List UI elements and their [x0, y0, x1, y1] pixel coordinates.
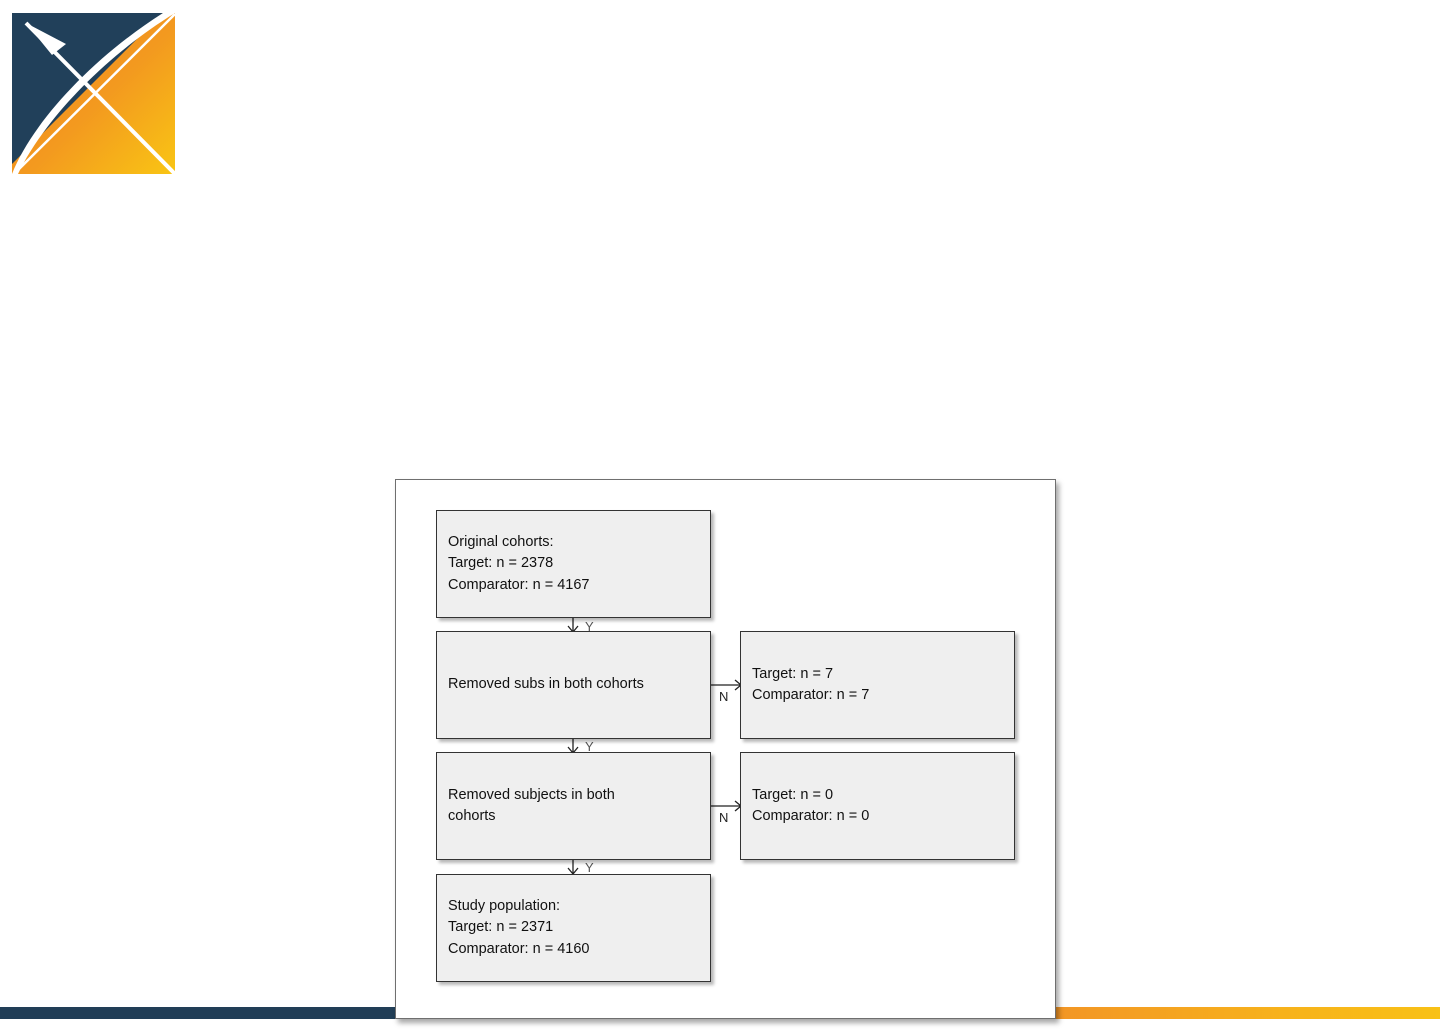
yes-label: Y [585, 861, 594, 875]
removed-subjects-box: Removed subjects in both cohorts [436, 752, 711, 860]
box-line: Target: n = 7 [752, 664, 1014, 686]
box-line: Study population: [448, 896, 710, 918]
footer-bar-dark [0, 1007, 396, 1019]
no-label: N [719, 690, 728, 704]
box-line: Comparator: n = 0 [752, 806, 1014, 828]
removed-subs-excluded-box: Target: n = 7 Comparator: n = 7 [740, 631, 1015, 739]
removed-subs-box: Removed subs in both cohorts [436, 631, 711, 739]
box-line: Target: n = 2378 [448, 553, 710, 575]
arrow-original-to-removed-subs [568, 618, 578, 632]
study-population-box: Study population: Target: n = 2371 Compa… [436, 874, 711, 982]
original-cohorts-box: Original cohorts: Target: n = 2378 Compa… [436, 510, 711, 618]
box-line: Target: n = 0 [752, 785, 1014, 807]
box-line: Comparator: n = 4160 [448, 939, 710, 961]
box-line: Target: n = 2371 [448, 917, 710, 939]
box-line: Comparator: n = 7 [752, 685, 1014, 707]
box-line: Removed subs in both cohorts [448, 674, 710, 696]
removed-subjects-excluded-box: Target: n = 0 Comparator: n = 0 [740, 752, 1015, 860]
box-line: Removed subjects in both cohorts [448, 785, 648, 828]
ohdsi-logo-icon [12, 13, 175, 174]
arrow-removed-subjects-to-study-population [568, 860, 578, 874]
no-label: N [719, 811, 728, 825]
box-line: Original cohorts: [448, 532, 710, 554]
arrow-removed-subs-to-removed-subjects [568, 739, 578, 753]
attrition-diagram: Y Y Y N N Original cohorts: Target: n = … [395, 479, 1056, 1019]
box-line: Comparator: n = 4167 [448, 575, 710, 597]
